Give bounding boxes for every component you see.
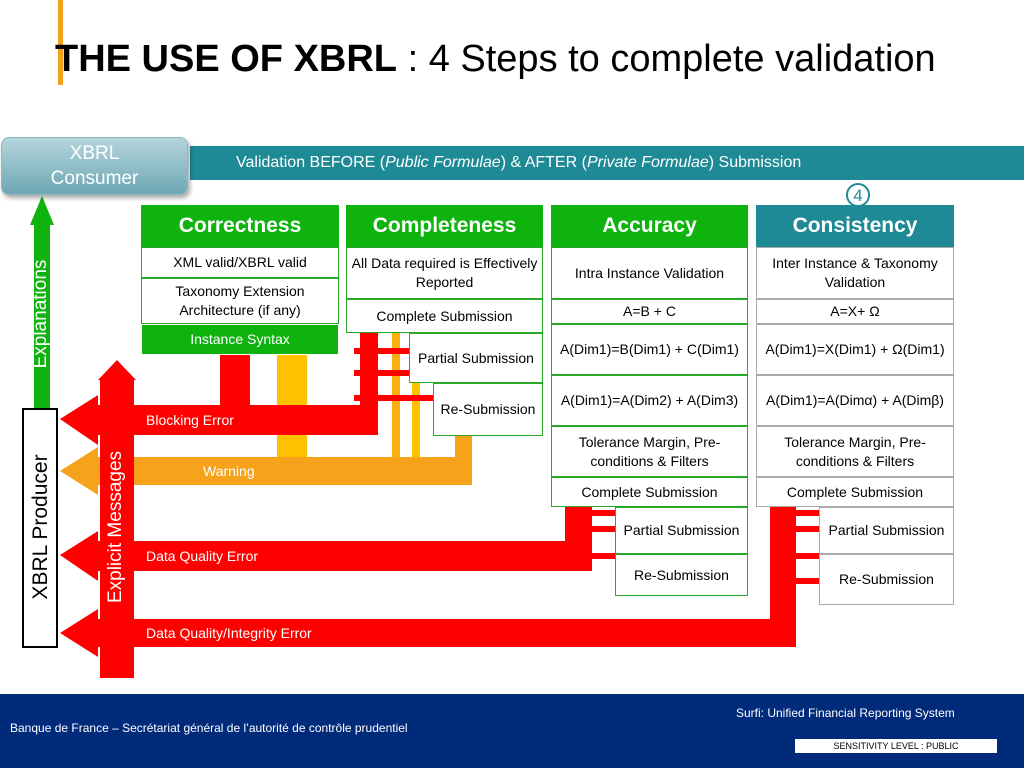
completeness-item: Partial Submission xyxy=(409,333,543,383)
consistency-item: Re-Submission xyxy=(819,554,954,605)
correctness-item: Taxonomy Extension Architecture (if any) xyxy=(141,278,339,324)
consistency-item: A(Dim1)=A(Dimα) + A(Dimβ) xyxy=(756,375,954,426)
title-rest: : 4 Steps to complete validation xyxy=(397,38,936,80)
banner-prefix: Validation BEFORE ( xyxy=(236,154,386,171)
int-feeder-2 xyxy=(794,526,820,532)
slide-title: THE USE OF XBRL : 4 Steps to complete va… xyxy=(55,38,936,81)
data-quality-error-label: Data Quality Error xyxy=(146,548,259,564)
consumer-line2: Consumer xyxy=(50,168,139,189)
blocking-error-arrow xyxy=(60,330,378,445)
accuracy-item: A(Dim1)=A(Dim2) + A(Dim3) xyxy=(551,375,748,426)
correctness-item: Instance Syntax xyxy=(141,324,339,355)
title-bold: THE USE OF XBRL xyxy=(55,38,398,80)
dq-feeder-3 xyxy=(590,553,616,559)
consistency-header: Consistency xyxy=(756,205,954,247)
accuracy-header: Accuracy xyxy=(551,205,748,247)
warning-label: Warning xyxy=(203,463,255,479)
explanations-label: Explanations xyxy=(30,259,51,369)
blocking-feeder-2 xyxy=(354,370,410,376)
xbrl-consumer-box: XBRL Consumer xyxy=(1,137,188,195)
data-quality-error-arrow xyxy=(60,505,592,581)
completeness-item: Re-Submission xyxy=(433,383,543,436)
consumer-line1: XBRL xyxy=(69,143,120,164)
xbrl-producer-label: XBRL Producer xyxy=(29,454,52,600)
consistency-item: A=X+ Ω xyxy=(756,299,954,324)
blocking-feeder-3 xyxy=(354,395,434,401)
footer-system: Surfi: Unified Financial Reporting Syste… xyxy=(736,706,955,720)
accuracy-item: Partial Submission xyxy=(615,507,748,554)
accuracy-item: Re-Submission xyxy=(615,554,748,596)
warning-arrow xyxy=(60,420,472,495)
sensitivity-level: SENSITIVITY LEVEL : PUBLIC xyxy=(795,739,997,753)
title-accent-bar xyxy=(58,0,63,85)
accuracy-item: A(Dim1)=B(Dim1) + C(Dim1) xyxy=(551,324,748,375)
completeness-header: Completeness xyxy=(346,205,543,247)
xbrl-producer-box xyxy=(22,408,58,648)
banner-private: Private Formulae xyxy=(586,154,709,171)
int-feeder-3 xyxy=(794,553,820,559)
consistency-item: A(Dim1)=X(Dim1) + Ω(Dim1) xyxy=(756,324,954,375)
correctness-item: XML valid/XBRL valid xyxy=(141,247,339,278)
dq-feeder-1 xyxy=(590,510,616,516)
validation-banner: Validation BEFORE (Public Formulae) & AF… xyxy=(190,146,1024,180)
dq-feeder-2 xyxy=(590,526,616,532)
banner-public: Public Formulae xyxy=(385,154,501,171)
explicit-messages-label: Explicit Messages xyxy=(105,450,126,604)
accuracy-item: Tolerance Margin, Pre-conditions & Filte… xyxy=(551,426,748,477)
consistency-item: Tolerance Margin, Pre-conditions & Filte… xyxy=(756,426,954,477)
banner-middle: ) & AFTER ( xyxy=(500,154,587,171)
explicit-messages-bar xyxy=(100,378,134,678)
accuracy-item: Intra Instance Validation xyxy=(551,247,748,299)
flow-arrows xyxy=(30,196,820,678)
blocking-error-label: Blocking Error xyxy=(146,412,234,428)
partial-feeder-2 xyxy=(412,330,420,458)
int-feeder-1 xyxy=(794,510,820,516)
accuracy-item: A=B + C xyxy=(551,299,748,324)
step-number-badge: 4 xyxy=(846,183,870,207)
int-feeder-4 xyxy=(794,578,820,584)
correctness-header: Correctness xyxy=(141,205,339,247)
integrity-error-arrow xyxy=(60,505,796,657)
integrity-error-label: Data Quality/Integrity Error xyxy=(146,625,312,641)
explanations-arrow xyxy=(30,196,54,415)
consistency-item: Partial Submission xyxy=(819,507,954,554)
blocking-feeder-1 xyxy=(354,348,410,354)
explicit-messages-arrowhead xyxy=(98,360,136,380)
footer-bar xyxy=(0,694,1024,768)
completeness-item: All Data required is Effectively Reporte… xyxy=(346,247,543,299)
accuracy-item: Complete Submission xyxy=(551,477,748,507)
consistency-item: Complete Submission xyxy=(756,477,954,507)
consistency-item: Inter Instance & Taxonomy Validation xyxy=(756,247,954,299)
footer-org: Banque de France – Secrétariat général d… xyxy=(10,721,408,735)
partial-feeder-3 xyxy=(392,330,400,458)
completeness-item: Complete Submission xyxy=(346,299,543,333)
banner-suffix: ) Submission xyxy=(708,154,802,171)
